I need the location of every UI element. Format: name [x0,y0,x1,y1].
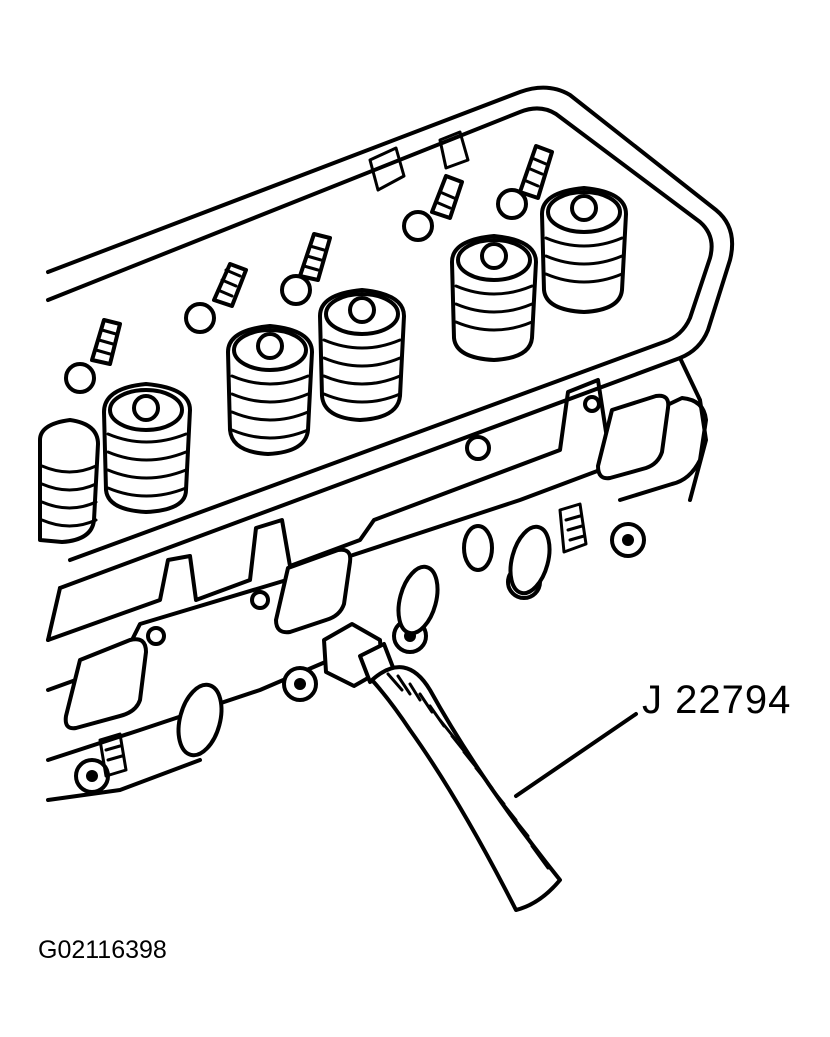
tool-callout-label: J 22794 [642,678,792,722]
spark-plug-boss [176,682,224,758]
valve-spring-2 [226,324,314,456]
gauge-hose [370,665,562,912]
spark-plug-boss [508,524,552,596]
valve-spring-1 [102,382,192,514]
rocker-stud [430,174,464,220]
valve-springs [38,186,628,544]
exhaust-port-3 [596,393,671,481]
figure-id: G02116398 [38,936,167,964]
leader-line [514,712,638,798]
exhaust-port-2 [274,547,353,635]
valve-spring-3 [318,288,406,422]
valve-spring-0 [38,418,100,544]
cylinder-head-outline [46,85,735,642]
compression-gauge [322,622,562,912]
spark-plug-boss [396,564,440,636]
exhaust-port-1 [63,637,148,731]
exhaust-face [46,378,708,802]
rocker-studs [64,130,554,394]
valve-spring-5 [540,186,628,314]
valve-spring-4 [450,234,538,362]
